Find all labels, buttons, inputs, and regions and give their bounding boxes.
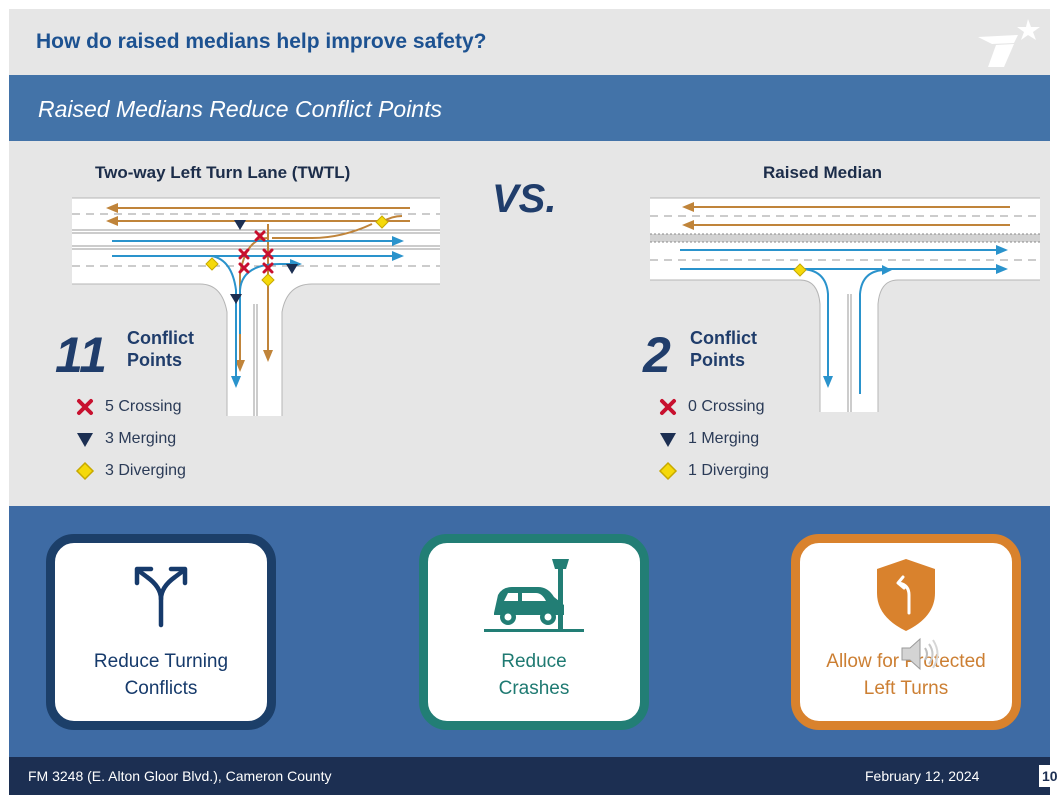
twtl-legend-diverging: 3 Diverging bbox=[73, 460, 186, 482]
txdot-star-logo-icon bbox=[978, 19, 1040, 67]
page-number: 10 bbox=[1039, 765, 1059, 787]
twtl-legend-diverging-text: 3 Diverging bbox=[105, 462, 186, 479]
benefit-protected-line1: Allow for Protected bbox=[826, 651, 986, 672]
red-x-icon bbox=[77, 399, 93, 415]
twtl-intersection-diagram bbox=[72, 197, 440, 416]
twtl-conflict-count: 11 bbox=[55, 327, 107, 383]
footer-project: FM 3248 (E. Alton Gloor Blvd.), Cameron … bbox=[28, 768, 332, 784]
twtl-legend-merging-text: 3 Merging bbox=[105, 430, 177, 447]
footer-date: February 12, 2024 bbox=[865, 768, 980, 784]
benefit-turning-line2: Conflicts bbox=[124, 677, 198, 699]
benefit-protected-line2: Left Turns bbox=[863, 677, 949, 699]
footer: FM 3248 (E. Alton Gloor Blvd.), Cameron … bbox=[9, 757, 1059, 795]
twtl-legend-crossing-text: 5 Crossing bbox=[105, 398, 182, 415]
benefit-card-turning-label: Reduce Turning Conflicts bbox=[55, 649, 267, 702]
vs-label: VS. bbox=[492, 177, 557, 221]
twtl-legend-crossing: 5 Crossing bbox=[73, 396, 181, 418]
raised-median-legend-merging-text: 1 Merging bbox=[688, 430, 760, 447]
split-arrows-icon bbox=[134, 566, 188, 628]
raised-median-intersection-diagram bbox=[650, 197, 1040, 412]
raised-median-legend-diverging: 1 Diverging bbox=[656, 460, 769, 482]
speaker-audio-icon[interactable] bbox=[898, 635, 942, 673]
benefit-card-protected-left-label: Allow for Protected Left Turns bbox=[800, 649, 1012, 702]
twtl-conflict-label-line2: Points bbox=[127, 349, 183, 370]
raised-median-conflict-label: Conflict Points bbox=[690, 328, 757, 372]
section-header: Raised Medians Reduce Conflict Points bbox=[9, 75, 1050, 141]
benefit-card-crashes: Reduce Crashes bbox=[419, 534, 649, 730]
title-bar: How do raised medians help improve safet… bbox=[9, 9, 1050, 75]
red-x-icon bbox=[660, 399, 676, 415]
car-crash-icon bbox=[484, 559, 584, 632]
raised-median-conflict-label-line2: Points bbox=[690, 349, 746, 370]
raised-median-legend-crossing: 0 Crossing bbox=[656, 396, 764, 418]
shield-left-turn-icon bbox=[877, 559, 935, 631]
yellow-diamond-icon bbox=[658, 461, 678, 481]
twtl-conflict-label: Conflict Points bbox=[127, 328, 194, 372]
twtl-title: Two-way Left Turn Lane (TWTL) bbox=[95, 163, 351, 182]
twtl-legend-merging: 3 Merging bbox=[73, 428, 176, 450]
benefits-band: Reduce Turning Conflicts bbox=[9, 506, 1050, 757]
raised-median-legend-crossing-text: 0 Crossing bbox=[688, 398, 765, 415]
page-title: How do raised medians help improve safet… bbox=[36, 30, 487, 53]
benefit-card-crashes-label: Reduce Crashes bbox=[428, 649, 640, 702]
benefit-crashes-line2: Crashes bbox=[498, 677, 570, 699]
benefit-card-turning: Reduce Turning Conflicts bbox=[46, 534, 276, 730]
benefit-card-protected-left: Allow for Protected Left Turns bbox=[791, 534, 1021, 730]
benefit-crashes-line1: Reduce bbox=[501, 651, 567, 672]
section-title: Raised Medians Reduce Conflict Points bbox=[38, 96, 442, 122]
benefit-turning-line1: Reduce Turning bbox=[93, 651, 229, 672]
raised-median-conflict-label-line1: Conflict bbox=[690, 328, 757, 348]
raised-median-title: Raised Median bbox=[763, 163, 883, 182]
raised-median-legend-diverging-text: 1 Diverging bbox=[688, 462, 769, 479]
raised-median-legend-merging: 1 Merging bbox=[656, 428, 759, 450]
yellow-diamond-icon bbox=[75, 461, 95, 481]
navy-triangle-icon bbox=[77, 433, 93, 447]
raised-median-conflict-count: 2 bbox=[643, 327, 671, 383]
navy-triangle-icon bbox=[660, 433, 676, 447]
twtl-conflict-label-line1: Conflict bbox=[127, 328, 194, 348]
